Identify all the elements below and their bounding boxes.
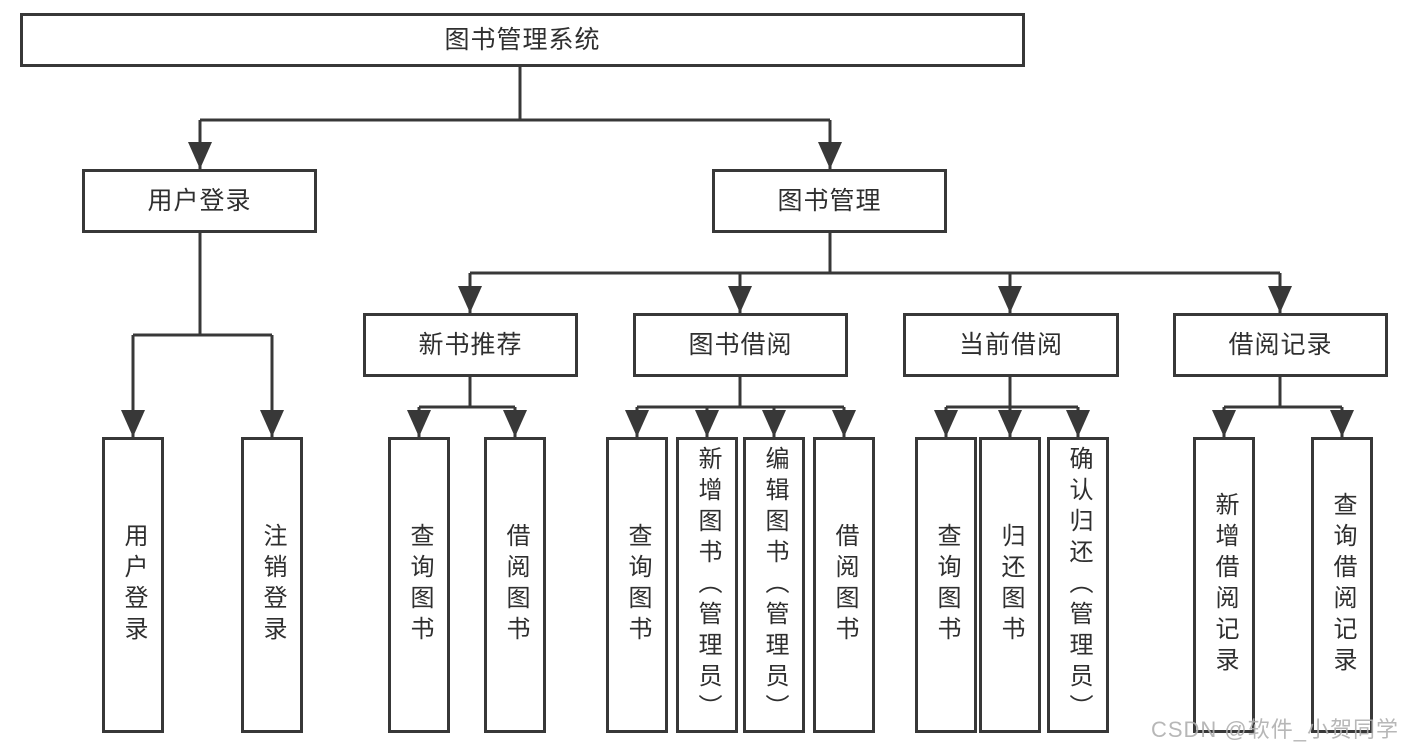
node-book-management: 图书管理 bbox=[712, 169, 947, 233]
node-leaf-user-login: 用户登录 bbox=[102, 437, 164, 733]
node-root: 图书管理系统 bbox=[20, 13, 1025, 67]
node-leaf-borrow-books-2: 借阅图书 bbox=[813, 437, 875, 733]
node-leaf-borrow-books-1: 借阅图书 bbox=[484, 437, 546, 733]
node-current-borrow: 当前借阅 bbox=[903, 313, 1119, 377]
node-borrow-records: 借阅记录 bbox=[1173, 313, 1388, 377]
node-leaf-query-books-1: 查询图书 bbox=[388, 437, 450, 733]
node-leaf-query-books-2: 查询图书 bbox=[606, 437, 668, 733]
node-leaf-confirm-return-admin: 确认归还（管理员） bbox=[1047, 437, 1109, 733]
node-book-borrow: 图书借阅 bbox=[633, 313, 848, 377]
node-leaf-query-books-3: 查询图书 bbox=[915, 437, 977, 733]
node-leaf-add-borrow-record: 新增借阅记录 bbox=[1193, 437, 1255, 733]
node-new-book-recommend: 新书推荐 bbox=[363, 313, 578, 377]
node-user-login: 用户登录 bbox=[82, 169, 317, 233]
node-leaf-return-book: 归还图书 bbox=[979, 437, 1041, 733]
node-leaf-logout: 注销登录 bbox=[241, 437, 303, 733]
node-leaf-edit-book-admin: 编辑图书（管理员） bbox=[743, 437, 805, 733]
connector-lines bbox=[133, 67, 1342, 409]
node-leaf-add-book-admin: 新增图书（管理员） bbox=[676, 437, 738, 733]
node-leaf-query-borrow-record: 查询借阅记录 bbox=[1311, 437, 1373, 733]
